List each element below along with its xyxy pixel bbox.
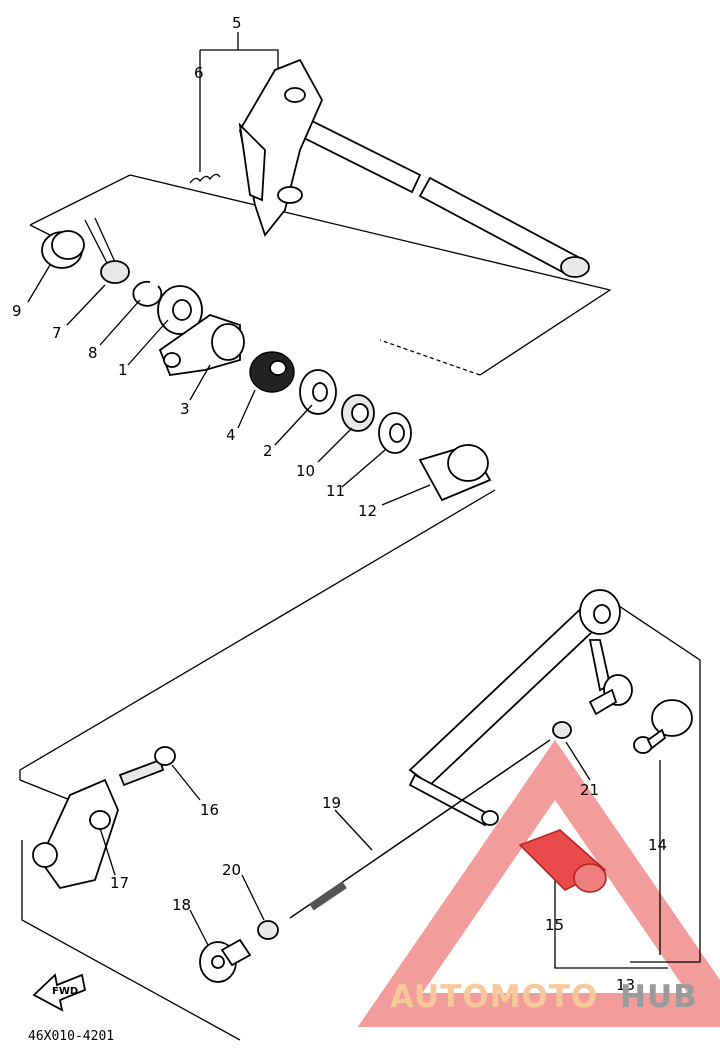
shift-rod-part-19 <box>289 739 551 919</box>
circlip-part-8 <box>132 280 163 307</box>
spring-clip-part-7 <box>84 217 130 284</box>
callout-3: 3 <box>180 400 190 418</box>
watermark-part2: HUB <box>620 979 698 1015</box>
callout-20: 20 <box>222 861 241 879</box>
callout-5: 5 <box>232 14 242 32</box>
watermark-triangle-icon <box>357 739 720 1027</box>
bearing-part-10 <box>341 394 375 432</box>
callout-labels: 5 6 9 7 8 1 3 4 2 10 11 12 16 19 21 14 1… <box>12 14 667 994</box>
forward-arrow-icon: FWD <box>32 973 87 1012</box>
nut-part-21 <box>552 721 572 739</box>
nut-part-20 <box>257 920 279 940</box>
callout-17: 17 <box>110 874 129 892</box>
bolt-part-16 <box>118 746 176 787</box>
bushing-part-12 <box>418 443 492 502</box>
shift-rubber-part-15 <box>518 829 607 893</box>
shift-arm-part-3 <box>158 314 245 376</box>
callout-2: 2 <box>263 442 273 460</box>
callout-1: 1 <box>118 361 128 379</box>
washer-part-1 <box>157 285 203 335</box>
watermark-text: AUTOMOTO HUB <box>390 979 698 1015</box>
shift-shaft-part <box>238 58 590 278</box>
callout-19: 19 <box>322 794 341 812</box>
callout-15: 15 <box>545 916 564 934</box>
callout-8: 8 <box>88 344 98 362</box>
assembly-frame-lower <box>19 489 496 1041</box>
callout-16: 16 <box>200 801 219 819</box>
washer-part-2 <box>299 369 337 415</box>
leader-lines <box>27 32 591 946</box>
torsion-spring-part-4 <box>249 351 295 393</box>
spring-small-part <box>189 173 221 184</box>
assembly-frame-lever <box>554 599 701 969</box>
callout-9: 9 <box>12 302 22 320</box>
callout-4: 4 <box>226 426 236 444</box>
callout-21: 21 <box>580 781 599 799</box>
arm-part-17 <box>32 778 119 890</box>
callout-14: 14 <box>648 836 667 854</box>
callout-11: 11 <box>326 482 345 500</box>
pivot-bolt-part-13 <box>588 674 633 716</box>
diagram-code: 46X010-4201 <box>28 1029 114 1044</box>
callout-7: 7 <box>52 324 62 342</box>
callout-12: 12 <box>358 502 377 520</box>
rubber-cap-part-14 <box>633 699 693 754</box>
washer-part-11 <box>378 412 412 454</box>
callout-18: 18 <box>172 896 191 914</box>
collar-part-9 <box>41 230 85 269</box>
fwd-label: FWD <box>52 986 78 997</box>
callout-10: 10 <box>296 462 315 480</box>
callout-6: 6 <box>194 64 204 82</box>
watermark-part1: AUTOMOTO <box>390 979 598 1015</box>
callout-13: 13 <box>616 976 635 994</box>
shift-pedal-part <box>408 589 621 827</box>
rod-end-part-18 <box>199 938 252 983</box>
